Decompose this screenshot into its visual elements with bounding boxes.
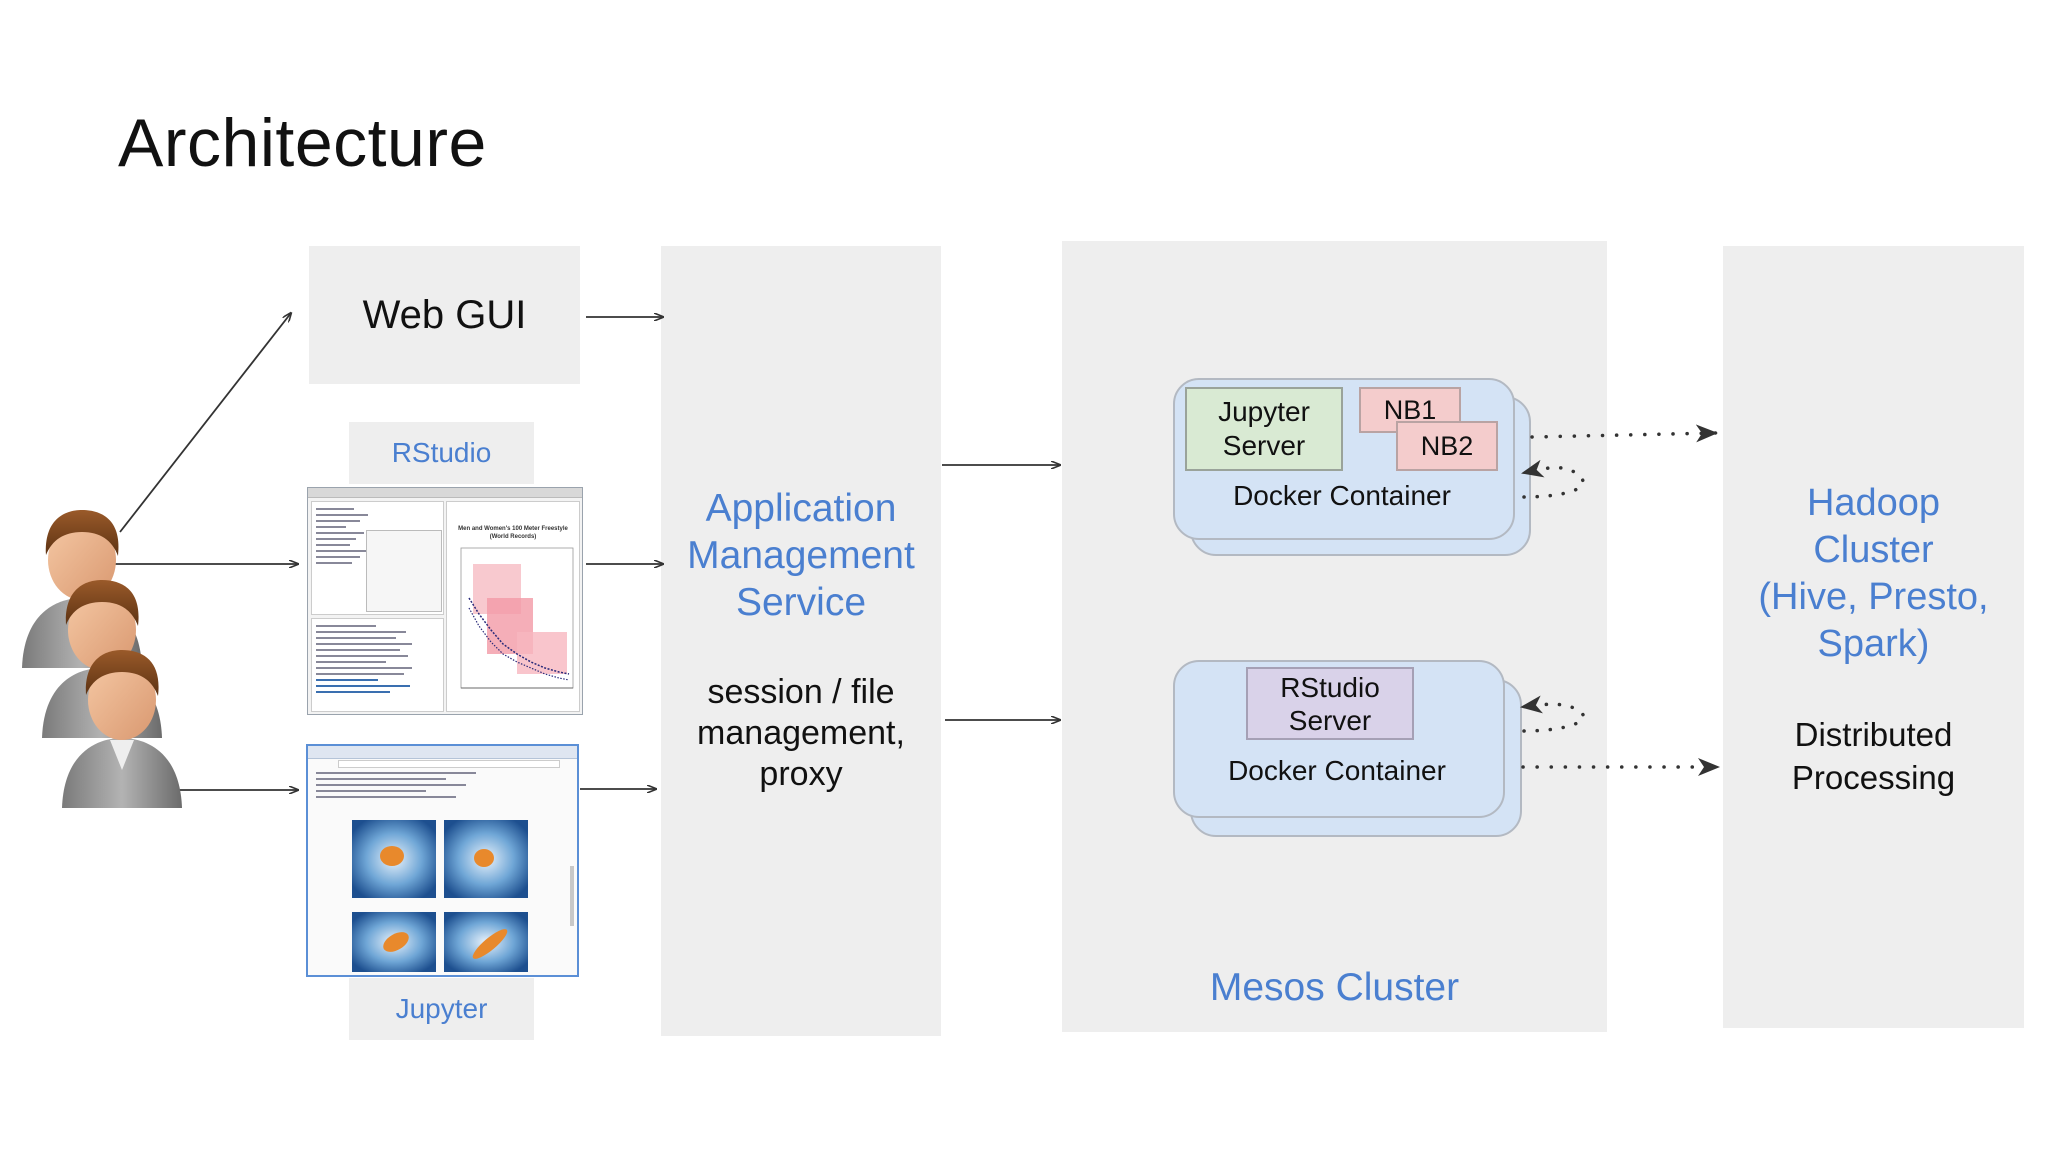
- rstudio-server-line1: RStudio: [1280, 671, 1380, 703]
- hadoop-desc: Distributed Processing: [1723, 713, 2024, 799]
- mesos-label: Mesos Cluster: [1209, 966, 1460, 1009]
- jupyter-screenshot: [306, 744, 579, 977]
- hadoop-name: Hadoop Cluster (Hive, Presto, Spark): [1723, 480, 2024, 668]
- rstudio-plot-subtitle: (World Records): [489, 534, 537, 540]
- rstudio-editor-pane: [311, 501, 444, 615]
- hadoop-desc-line2: Processing: [1791, 759, 1956, 796]
- app-mgmt-name: Application Management Service: [661, 485, 941, 626]
- rstudio-plot-pane: Men and Women's 100 Meter Freestyle (Wor…: [446, 501, 580, 712]
- hadoop-line2: Cluster: [1813, 529, 1934, 571]
- hadoop-desc-line1: Distributed: [1794, 716, 1953, 753]
- dotted-arrow-c1-return: [1521, 459, 1585, 499]
- web-gui-label: Web GUI: [362, 292, 527, 337]
- app-mgmt-panel: [661, 246, 941, 1036]
- docker-container-1-label: Docker Container: [1233, 480, 1451, 511]
- hadoop-panel: [1723, 246, 2024, 1028]
- rstudio-console-pane: [311, 618, 444, 712]
- hadoop-line4: Spark): [1817, 623, 1930, 665]
- jupyter-server-box: Jupyter Server: [1185, 387, 1343, 471]
- jupyter-client-label: Jupyter: [395, 993, 488, 1024]
- jupyter-url-bar: [338, 760, 560, 768]
- rstudio-titlebar: [308, 488, 582, 498]
- rstudio-server-line2: Server: [1288, 704, 1372, 736]
- hadoop-line1: Hadoop: [1806, 482, 1941, 524]
- user-icon-3: [62, 650, 182, 808]
- hadoop-line3: (Hive, Presto,: [1758, 576, 1989, 618]
- app-mgmt-line2: Management: [687, 534, 915, 577]
- rstudio-screenshot: Men and Women's 100 Meter Freestyle (Wor…: [307, 487, 583, 715]
- rstudio-plot-graphic: [460, 547, 574, 689]
- app-mgmt-desc-line3: proxy: [759, 755, 843, 793]
- jupyter-label-panel: [349, 978, 534, 1040]
- jupyter-plots-graphic: [352, 820, 574, 972]
- jupyter-server-line2: Server: [1222, 430, 1306, 461]
- rstudio-client-label: RStudio: [391, 437, 492, 468]
- rstudio-server-box: RStudio Server: [1246, 667, 1414, 740]
- app-mgmt-desc: session / file management, proxy: [661, 672, 941, 795]
- dotted-arrow-c1-to-hadoop: [1530, 424, 1718, 443]
- app-mgmt-line3: Service: [735, 581, 867, 624]
- page-title: Architecture: [118, 105, 487, 181]
- app-mgmt-desc-line2: management,: [697, 714, 905, 752]
- rstudio-label-panel: [349, 422, 534, 484]
- mesos-panel: [1062, 241, 1607, 1032]
- rstudio-plot-title: Men and Women's 100 Meter Freestyle: [458, 526, 568, 532]
- arrow-users-to-webgui: [119, 313, 291, 533]
- nb2-box: NB2: [1396, 421, 1498, 471]
- jupyter-server-line1: Jupyter: [1218, 396, 1310, 427]
- app-mgmt-desc-line1: session / file: [707, 673, 895, 711]
- web-gui-panel: [309, 246, 580, 384]
- app-mgmt-line1: Application: [705, 487, 897, 530]
- dotted-arrow-c2-return: [1520, 695, 1585, 733]
- docker-container-2-label: Docker Container: [1228, 755, 1446, 786]
- jupyter-browser-bar: [308, 746, 577, 759]
